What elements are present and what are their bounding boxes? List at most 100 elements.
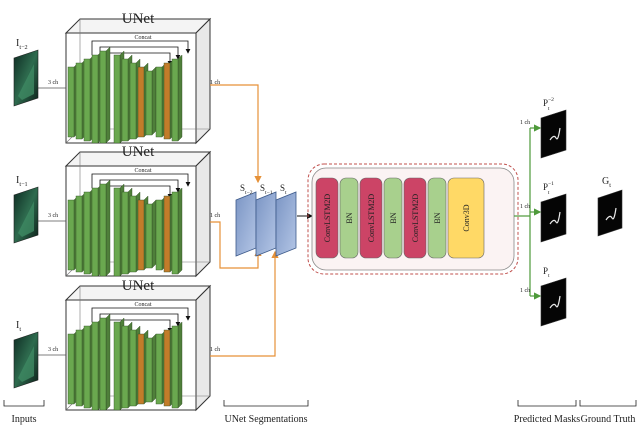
- unet-layer: [83, 58, 91, 142]
- output-channels-label: 1 ch: [210, 347, 220, 353]
- ground-truth-label: Gt: [602, 176, 611, 189]
- lstm-block-shape: [403, 177, 427, 259]
- output-channels-label: 1 ch: [210, 213, 220, 219]
- lstm-block-label: Conv3D: [462, 204, 471, 231]
- link-unet3-to-seg3: [210, 250, 279, 357]
- unet-layer: [171, 191, 179, 275]
- concat-label: Concat: [135, 35, 152, 41]
- lstm-block-bn: BN: [383, 177, 403, 259]
- lstm-block-bn: BN: [427, 177, 447, 259]
- unet-layer: [145, 70, 153, 136]
- lstm-block-shape: [359, 177, 383, 259]
- concat-label: Concat: [135, 168, 152, 174]
- bracket-label: Predicted Masks: [514, 414, 580, 425]
- unet-layer: [67, 66, 75, 138]
- concat-skip-arrow: [91, 173, 191, 188]
- input-channels-label: 3 ch: [48, 213, 58, 219]
- unet-layer: [121, 191, 129, 275]
- unet-layer: [91, 187, 99, 277]
- lstm-block-shape: [447, 177, 485, 259]
- unet-layer: [83, 325, 91, 409]
- bracket-line: [3, 400, 45, 407]
- predicted-mask-label: Pt: [543, 266, 550, 279]
- unet-layer: [129, 62, 137, 140]
- input-label: It−1: [16, 175, 28, 188]
- lstm-block-shape: [383, 177, 403, 259]
- bracket-line: [517, 400, 577, 407]
- predicted-mask-frame: [540, 109, 567, 159]
- input-image-2: It: [13, 320, 39, 389]
- concat-label: Concat: [135, 302, 152, 308]
- lstm-block-convlstm2d: ConvLSTM2D: [403, 177, 427, 259]
- concat-skip-arrow: [91, 40, 191, 55]
- lstm-block-label: ConvLSTM2D: [323, 194, 332, 243]
- unet-layer: [171, 325, 179, 409]
- segmentation-label: St: [280, 183, 287, 196]
- unet-layer: [121, 325, 129, 409]
- unet-layer: [145, 337, 153, 403]
- ground-truth-signal: [605, 207, 617, 221]
- lstm-block-label: ConvLSTM2D: [411, 194, 420, 243]
- unet-layer-side: [105, 46, 111, 144]
- unet-layer: [163, 195, 171, 273]
- unet-layer-side: [177, 54, 183, 142]
- output-channels-label: 1 ch: [520, 204, 530, 210]
- input-image-0: It−2: [13, 38, 39, 107]
- output-channels-label: 1 ch: [210, 80, 220, 86]
- predicted-bracket: Predicted Masks: [514, 400, 580, 425]
- input-label: It−2: [16, 38, 28, 51]
- input-image-1: It−1: [13, 175, 39, 244]
- segmentation-sheet: [255, 191, 277, 257]
- unet-layer: [129, 195, 137, 273]
- bracket-label: Inputs: [12, 414, 37, 425]
- unet-layer: [75, 195, 83, 273]
- lstm-block-shape: [339, 177, 359, 259]
- segmentation-label: St−1: [260, 183, 273, 196]
- lstm-block-convlstm2d: ConvLSTM2D: [359, 177, 383, 259]
- unet-layer: [99, 183, 107, 277]
- concat-skip-arrow: [91, 307, 191, 322]
- output-channels-label: 1 ch: [520, 288, 530, 294]
- inputs-bracket: Inputs: [3, 400, 45, 425]
- unet-box-side: [195, 150, 211, 278]
- unet-layer: [145, 203, 153, 269]
- input-tissue: [18, 346, 34, 382]
- unet-layer: [67, 199, 75, 271]
- unet-layer-side: [105, 313, 111, 411]
- unet-layer: [129, 329, 137, 407]
- lstm-block-label: ConvLSTM2D: [367, 194, 376, 243]
- segmentation-2: St: [275, 183, 297, 257]
- lstm-block-conv3d: Conv3D: [447, 177, 485, 259]
- segmentation-0: St−2: [235, 183, 257, 257]
- lstm-block-shape: [427, 177, 447, 259]
- input-tissue: [18, 64, 34, 100]
- unet-layer: [99, 50, 107, 144]
- predicted-mask-frame: [540, 277, 567, 327]
- lstm-block-shape: [315, 177, 339, 259]
- segmentation-sheet: [235, 191, 257, 257]
- unet-layer: [137, 333, 145, 405]
- unet-layer: [155, 199, 163, 271]
- output-channels-label: 1 ch: [520, 120, 530, 126]
- predicted-mask-signal: [549, 211, 561, 225]
- unet-title: UNet: [122, 144, 155, 160]
- lstm-block-label: BN: [345, 212, 354, 223]
- lstm-block-convlstm2d: ConvLSTM2D: [315, 177, 339, 259]
- segmentation-sheet: [275, 191, 297, 257]
- unet-layer: [155, 333, 163, 405]
- unet-layer: [91, 321, 99, 411]
- unet-layer: [75, 62, 83, 140]
- unet-layer: [83, 191, 91, 275]
- unet-layer: [155, 66, 163, 138]
- unet-layer: [91, 54, 99, 144]
- input-channels-label: 3 ch: [48, 347, 58, 353]
- predicted-mask-2: Pt: [540, 266, 567, 327]
- unet-layer: [121, 58, 129, 142]
